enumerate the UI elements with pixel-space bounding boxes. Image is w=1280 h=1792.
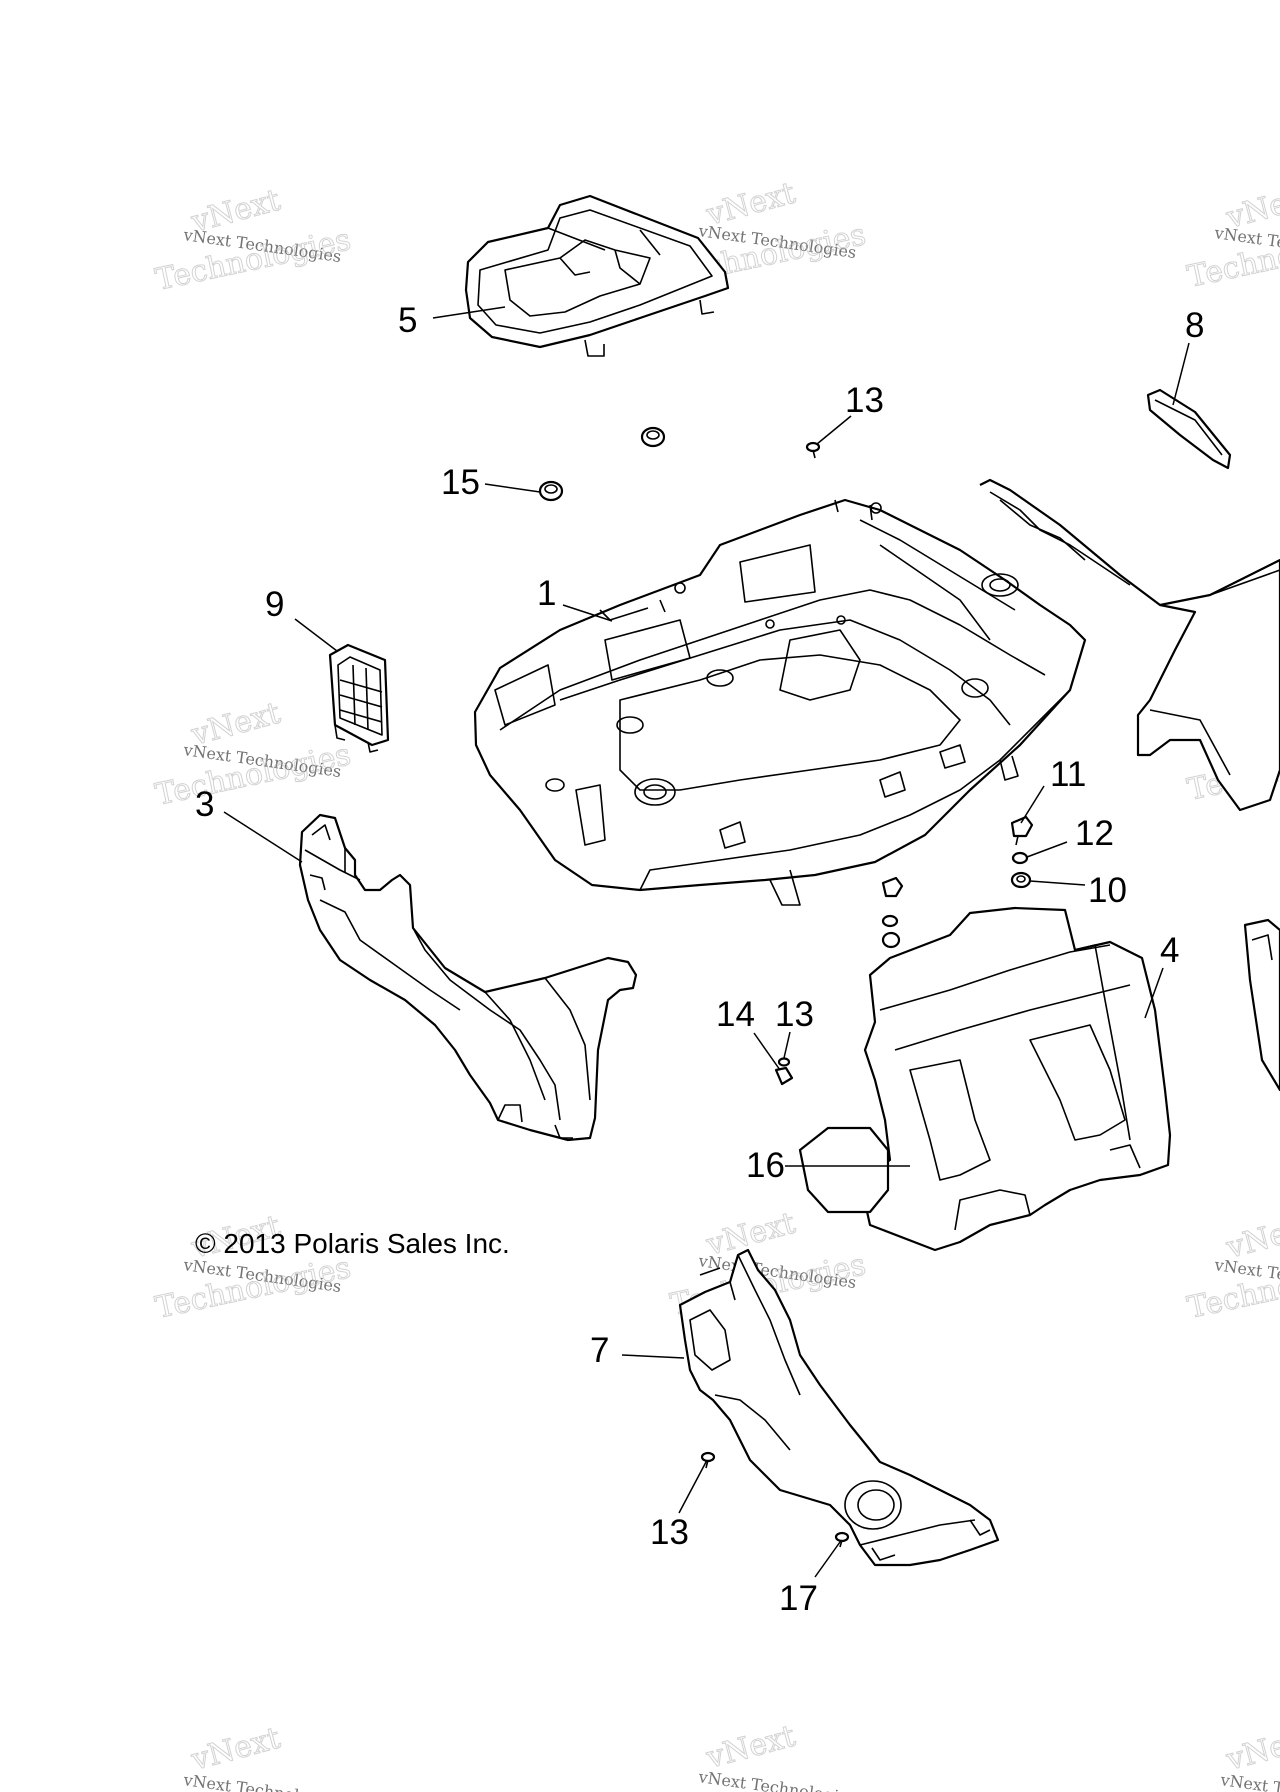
part-14-clip <box>774 1066 794 1086</box>
callout-13-top: 13 <box>845 381 884 420</box>
watermark-bottom-left: vNext vNext Technologies <box>181 1720 342 1792</box>
callout-14: 14 <box>716 995 755 1034</box>
part-12-washer <box>1011 851 1029 865</box>
svg-text:vNext: vNext <box>702 1719 799 1776</box>
watermark-lower-right: vNext vNext Technologies Technologies <box>1184 1208 1280 1326</box>
part-3-left-side-panel <box>298 813 638 1142</box>
copyright-notice: © 2013 Polaris Sales Inc. <box>195 1228 510 1259</box>
part-13-screw-lower <box>700 1451 716 1469</box>
part-right-partial-bracket <box>1243 918 1280 1092</box>
part-1-cargo-box <box>473 498 1087 906</box>
callout-9: 9 <box>265 585 284 624</box>
callout-10: 10 <box>1088 871 1127 910</box>
callout-3: 3 <box>195 785 214 824</box>
part-16-octagon-decal <box>798 1126 890 1214</box>
watermark-bottom-right: vNext vNext Technologies <box>1218 1720 1280 1792</box>
part-8-bracket <box>1146 388 1232 470</box>
callout-4: 4 <box>1160 931 1179 970</box>
part-13-screw-top <box>805 441 821 459</box>
svg-text:vNext Technologies: vNext Technologies <box>696 1767 857 1792</box>
part-13-screw-mid <box>777 1057 791 1067</box>
part-9-grille <box>328 643 390 753</box>
part-4-floor-tray <box>858 906 1172 1252</box>
watermark-bottom-center: vNext vNext Technologies <box>696 1718 857 1792</box>
callout-11: 11 <box>1050 755 1086 794</box>
callout-16: 16 <box>746 1146 785 1185</box>
part-10-nut <box>1010 871 1032 889</box>
callout-5: 5 <box>398 301 417 340</box>
leader-lines <box>223 306 1190 1578</box>
callout-15: 15 <box>441 463 480 502</box>
watermark-mid-left: vNext vNext Technologies Technologies <box>152 695 354 813</box>
fastener-set-2 <box>881 876 904 949</box>
svg-text:Technologies: Technologies <box>152 222 353 298</box>
svg-text:vNext Technologies: vNext Technologies <box>1218 1770 1280 1792</box>
part-15-grommet-2 <box>640 426 666 448</box>
callout-13-mid: 13 <box>775 995 814 1034</box>
callout-13-lower: 13 <box>650 1513 689 1552</box>
callout-8: 8 <box>1185 306 1204 345</box>
svg-text:Technologies: Technologies <box>152 1250 353 1326</box>
watermark-top-left: vNext vNext Technologies Technologies <box>152 182 354 298</box>
callout-7: 7 <box>590 1331 609 1370</box>
part-15-grommet <box>538 480 564 502</box>
part-5-cover-panel <box>464 194 730 357</box>
callout-1: 1 <box>537 574 556 613</box>
part-7-lower-panel <box>678 1248 1000 1567</box>
svg-text:Technologies: Technologies <box>152 737 353 813</box>
callout-12: 12 <box>1075 814 1114 853</box>
part-right-side-panel <box>979 478 1280 812</box>
watermark-lower-left: vNext vNext Technologies Technologies <box>152 1208 354 1326</box>
svg-text:vNext: vNext <box>187 1721 284 1778</box>
svg-text:vNext Technologies: vNext Technologies <box>181 1770 342 1792</box>
callout-17: 17 <box>779 1579 818 1618</box>
watermark-top-right: vNext vNext Technologies Technologies <box>1184 178 1280 295</box>
part-17-screw <box>834 1531 850 1548</box>
svg-text:vNext: vNext <box>1222 1721 1280 1778</box>
